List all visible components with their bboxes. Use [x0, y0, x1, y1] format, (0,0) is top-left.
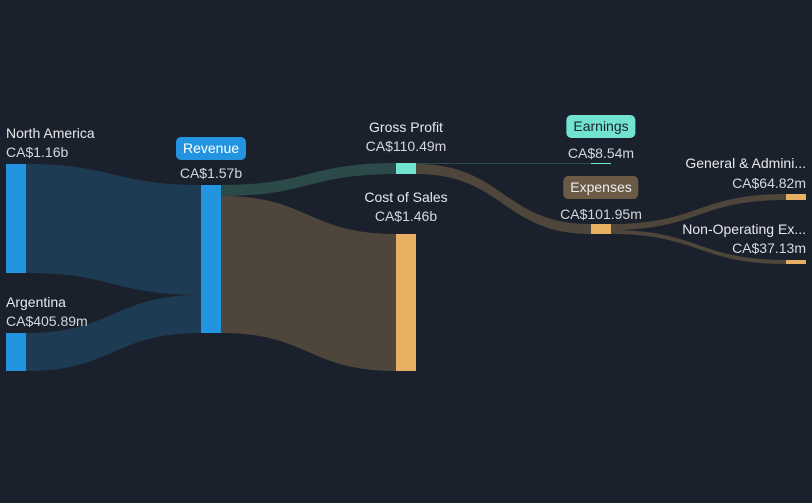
earnings-value: CA$8.54m: [567, 145, 635, 161]
argentina-value: CA$405.89m: [6, 313, 88, 329]
link-revenue-cost-of-sales: [221, 196, 396, 371]
node-non-operating: [786, 260, 806, 264]
node-north-america: [6, 164, 26, 273]
gross-profit-value: CA$110.49m: [365, 138, 447, 154]
link-expenses-general-admin: [611, 194, 786, 230]
link-north-america-revenue: [26, 164, 201, 295]
argentina-label: Argentina: [6, 294, 66, 310]
link-revenue-gross-profit: [221, 163, 396, 196]
node-gross-profit: [396, 163, 416, 174]
revenue-value: CA$1.57b: [179, 165, 243, 181]
node-argentina: [6, 333, 26, 371]
cost-of-sales-label: Cost of Sales: [364, 189, 448, 205]
link-gross-profit-expenses: [416, 164, 591, 234]
cost-of-sales-value: CA$1.46b: [374, 208, 438, 224]
node-earnings: [591, 163, 611, 164]
general-admin-label: General & Admini...: [685, 155, 806, 171]
link-gross-profit-earnings: [416, 163, 591, 164]
link-expenses-non-operating: [611, 230, 786, 264]
expenses-pill: Expenses: [563, 176, 639, 199]
node-expenses: [591, 224, 611, 234]
earnings-pill: Earnings: [566, 115, 636, 138]
non-operating-label: Non-Operating Ex...: [682, 221, 806, 237]
general-admin-value: CA$64.82m: [732, 175, 806, 191]
non-operating-value: CA$37.13m: [732, 240, 806, 256]
node-revenue: [201, 185, 221, 333]
revenue-pill: Revenue: [175, 137, 247, 160]
gross-profit-label: Gross Profit: [369, 119, 443, 135]
link-argentina-revenue: [26, 295, 201, 371]
north-america-label: North America: [6, 125, 95, 141]
expenses-value: CA$101.95m: [560, 206, 642, 222]
node-general-admin: [786, 194, 806, 200]
node-cost-of-sales: [396, 234, 416, 371]
north-america-value: CA$1.16b: [6, 144, 69, 160]
